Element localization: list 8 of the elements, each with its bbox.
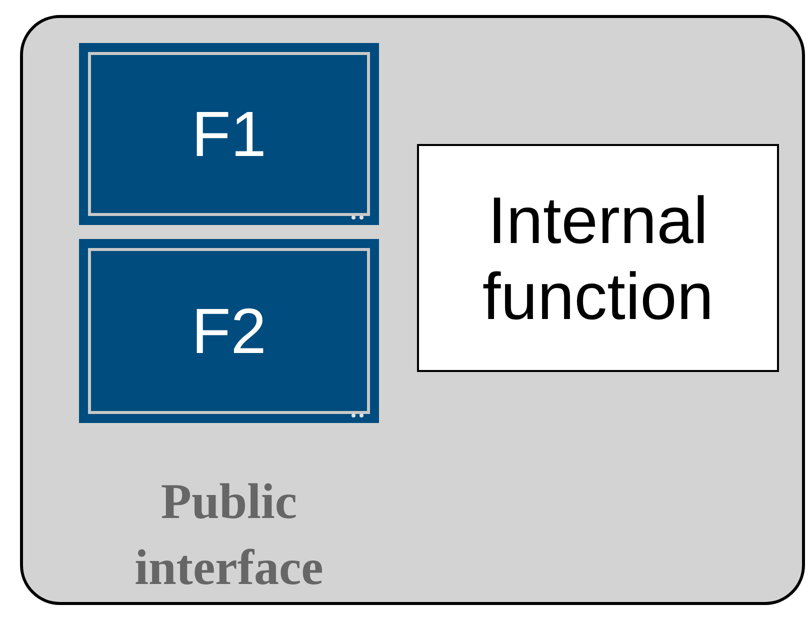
process-box	[417, 144, 779, 372]
container-label: Public interface	[134, 472, 324, 597]
interface-panel	[79, 239, 379, 423]
panel-label: F1	[192, 102, 266, 166]
panel-label: F2	[192, 299, 266, 363]
container-box	[20, 15, 805, 605]
box-label: Internal function	[481, 182, 715, 334]
interface-panel	[79, 43, 379, 225]
